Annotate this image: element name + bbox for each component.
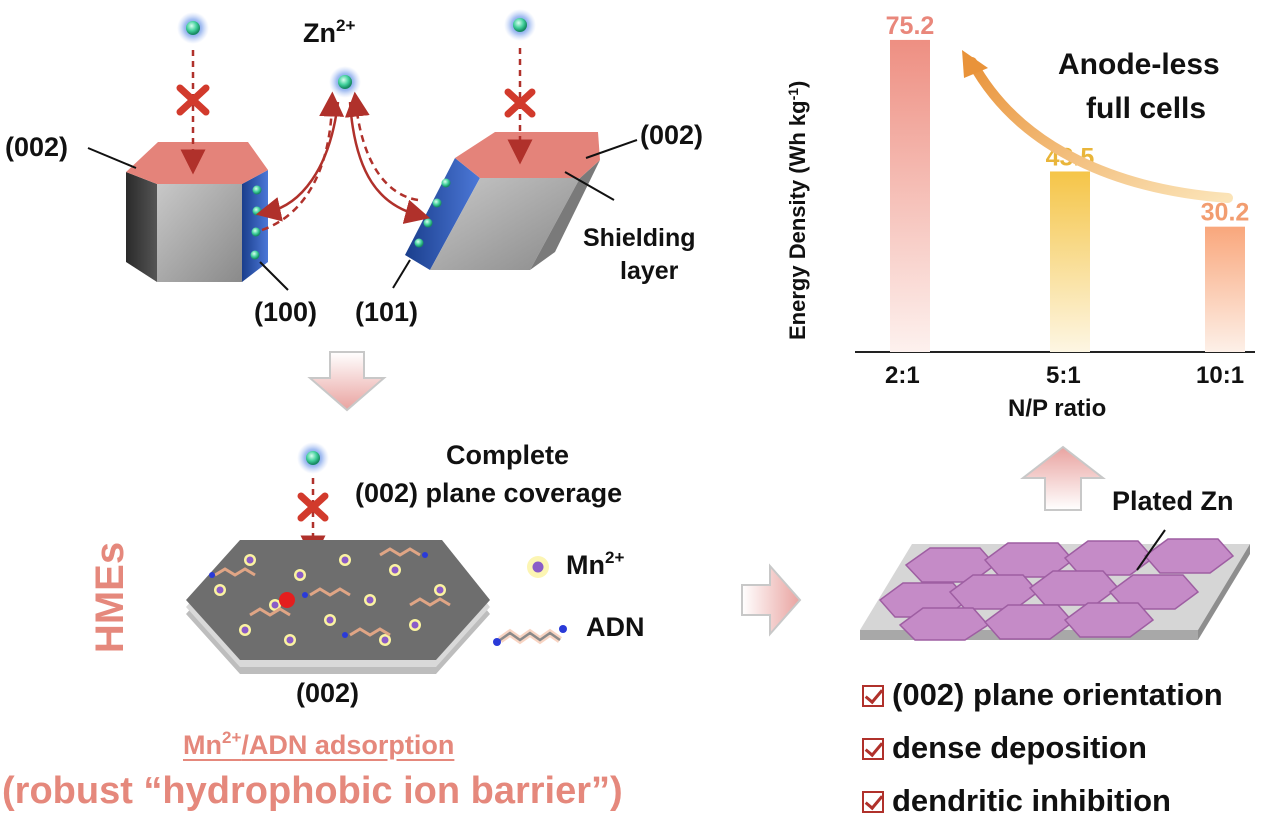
plated-zn-substrate	[860, 529, 1250, 641]
transition-arrow-up	[1020, 445, 1106, 511]
plated-zn-label: Plated Zn	[1112, 486, 1234, 516]
shielding-label-line1: Shielding	[583, 224, 696, 252]
trend-arrow	[967, 57, 1233, 203]
x-axis-label: N/P ratio	[1008, 395, 1107, 422]
blocked-arrow-right	[504, 48, 536, 165]
checkbox-icon	[862, 685, 884, 707]
x-tick-5-1: 5:1	[1046, 362, 1081, 389]
label-002-right: (002)	[640, 120, 704, 150]
right-slanted-prism	[405, 132, 600, 270]
bar-value-label-10-1: 30.2	[1201, 199, 1250, 227]
y-axis-label-text: Energy Density (Wh kg-1)	[785, 80, 810, 340]
zn-ion-top-center	[329, 66, 361, 98]
hme-coated-plate	[186, 540, 490, 674]
adsorbed-molecules	[209, 547, 451, 646]
check-item-dense: dense deposition	[862, 730, 1147, 766]
zn-platelets	[878, 538, 1235, 641]
check-item-dendritic: dendritic inhibition	[862, 783, 1171, 819]
bar-2-1	[890, 39, 930, 353]
checkbox-icon	[862, 791, 884, 813]
zn-ion-top-left	[177, 12, 209, 44]
checkbox-icon	[862, 738, 884, 760]
adn-legend-label: ADN	[586, 612, 645, 642]
label-002-bottom: (002)	[296, 678, 360, 708]
zn-ion-bottom-center	[297, 442, 329, 474]
check-item-orientation: (002) plane orientation	[862, 677, 1223, 713]
label-101: (101)	[355, 297, 419, 327]
coverage-label-line1: Complete	[446, 440, 570, 470]
transition-arrow-down	[307, 351, 387, 412]
bar-value-label-2-1: 75.2	[886, 12, 935, 40]
anode-less-line1: Anode-less	[1058, 48, 1220, 81]
adsorption-arrows	[255, 91, 431, 232]
label-002-left: (002)	[5, 132, 69, 162]
trend-arrow-head	[962, 50, 988, 78]
shielding-label-line2: layer	[620, 257, 679, 285]
energy-density-chart: 75.243.530.2	[855, 12, 1255, 353]
zn-ion-top-right	[504, 9, 536, 41]
left-hexagonal-prism	[126, 142, 268, 282]
x-tick-2-1: 2:1	[885, 362, 920, 389]
zn-ion-label: Zn2+	[303, 16, 356, 48]
x-tick-10-1: 10:1	[1196, 362, 1245, 389]
mn-legend-ion	[527, 556, 549, 578]
adsorption-label: Mn2+/ADN adsorption	[183, 728, 455, 760]
anode-less-line2: full cells	[1086, 92, 1207, 125]
hmes-text: HMEs	[88, 541, 133, 654]
leader-lines	[87, 139, 638, 291]
mn-legend-label: Mn2+	[566, 548, 625, 580]
blocked-arrow-bottom	[297, 478, 329, 561]
label-100: (100)	[254, 297, 318, 327]
barrier-label: (robust “hydrophobic ion barrier”)	[2, 770, 623, 812]
bar-5-1	[1050, 171, 1090, 352]
transition-arrow-right	[741, 563, 802, 637]
coverage-label-line2: (002) plane coverage	[355, 478, 623, 508]
bar-10-1	[1205, 226, 1245, 352]
adn-legend-molecule	[493, 625, 567, 646]
hmes-label: HMEs	[88, 535, 140, 655]
blocked-arrow-left	[176, 50, 210, 175]
